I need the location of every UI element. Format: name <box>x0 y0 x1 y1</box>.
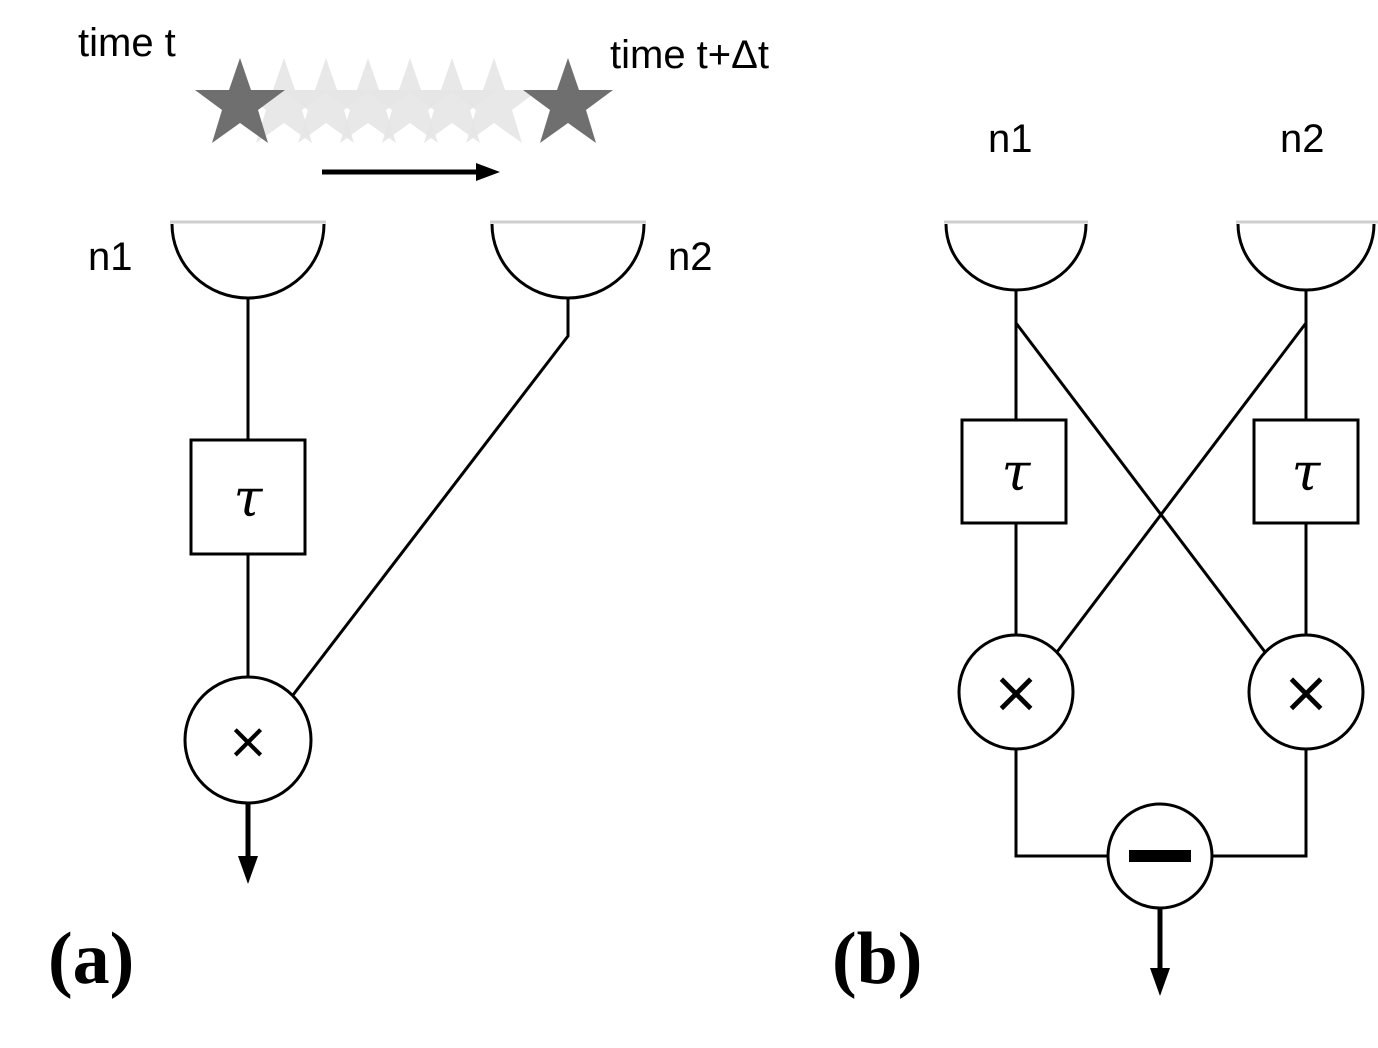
multiply-symbol-left: × <box>992 658 1041 726</box>
panel-b: n1 n2 τ τ × × (b) <box>832 117 1378 1000</box>
end-star-icon <box>523 58 613 143</box>
output-arrow-head-icon <box>238 856 258 884</box>
time-end-label: time t+Δt <box>610 33 769 77</box>
output-arrow-head-icon <box>1150 968 1170 996</box>
receptor-n2 <box>490 223 646 300</box>
n1-label: n1 <box>88 235 133 279</box>
wire-n2-to-multiplier <box>291 298 570 696</box>
time-start-label: time t <box>78 21 176 65</box>
wire-right-to-subtractor <box>1212 749 1308 858</box>
receptor-n1 <box>170 223 326 300</box>
n1-label: n1 <box>988 117 1033 161</box>
delay-tau-symbol-left: τ <box>1002 443 1032 503</box>
panel-a-label: (a) <box>48 918 134 1000</box>
n2-label: n2 <box>668 235 713 279</box>
moving-stimulus: time t time t+Δt <box>78 21 769 181</box>
multiply-symbol-right: × <box>1282 658 1331 726</box>
delay-box-left <box>960 418 1068 525</box>
delay-tau-symbol: τ <box>234 469 264 529</box>
receptor-n1 <box>944 223 1088 292</box>
wire-left-to-subtractor <box>1014 749 1108 858</box>
motion-arrow-head-icon <box>476 163 500 181</box>
wire-n2-to-left-multiplier <box>1055 322 1308 653</box>
receptor-n2 <box>1236 223 1376 292</box>
wire-n1-to-right-multiplier <box>1014 322 1267 653</box>
panel-b-label: (b) <box>832 918 922 1000</box>
delay-box <box>189 438 307 556</box>
panel-a: n1 n2 τ × (a) <box>48 220 713 1000</box>
n2-label: n2 <box>1280 117 1325 161</box>
minus-symbol-icon <box>1129 850 1191 862</box>
multiply-symbol: × <box>227 712 269 770</box>
delay-tau-symbol-right: τ <box>1292 443 1322 503</box>
delay-box-right <box>1252 418 1360 525</box>
